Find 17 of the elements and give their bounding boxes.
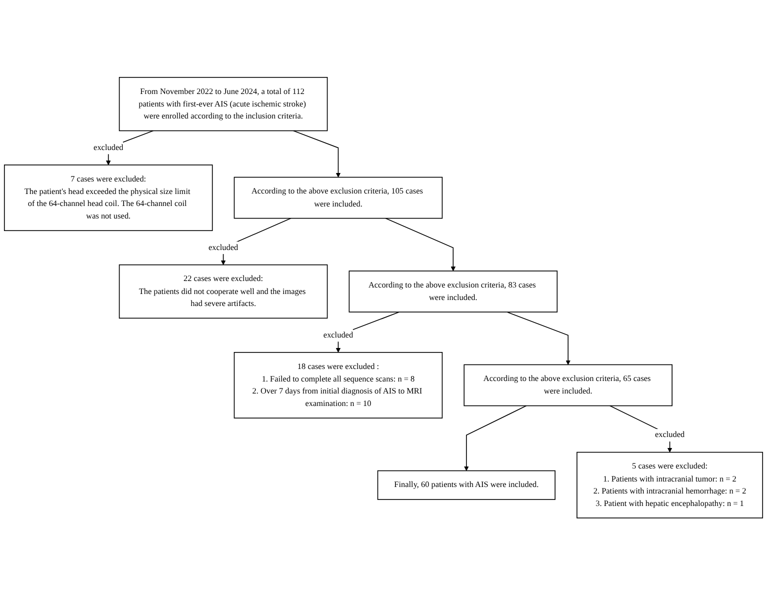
node-box: 7 cases were excluded: The patient's head exceeded the physical size limit of the 64-channel head coil. The 64-channel coil was not used. xyxy=(4,164,213,231)
edge-label: excluded xyxy=(94,143,124,152)
edge-label: excluded xyxy=(654,430,685,440)
node-box: 22 cases were excluded: The patients did not cooperate well and the images had severe artifacts. xyxy=(118,264,328,318)
arrow xyxy=(506,311,570,365)
node-box: According to the above exclusion criteria, 65 cases were included. xyxy=(464,364,672,406)
arrow xyxy=(464,405,527,471)
node-box: 18 cases were excluded : 1. Failed to complete all sequence scans: n = 8 2. Over 7 days from initial diagnosis of AIS to MRI examination: n = 10 xyxy=(234,352,443,418)
arrow xyxy=(385,218,456,272)
node-box: 5 cases were excluded: 1. Patients with intracranial tumor: n = 2 2. Patients with intracranial hemorrhage: n = 2 3. Patient with hepatic encephalopathy: n = 1 xyxy=(576,452,764,518)
arrow xyxy=(292,130,341,178)
node-box: Finally, 60 patients with AIS were included. xyxy=(377,470,556,500)
node-box: According to the above exclusion criteria, 83 cases were included. xyxy=(348,270,558,312)
node-box: From November 2022 to June 2024, a total of 112 patients with first-ever AIS (acute ischemic stroke) were enrolled according to the inclusion criteria. xyxy=(118,76,328,131)
edge-label: excluded xyxy=(208,243,238,252)
edge-label: excluded xyxy=(323,330,354,340)
node-box: According to the above exclusion criteria, 105 cases were included. xyxy=(234,176,443,219)
